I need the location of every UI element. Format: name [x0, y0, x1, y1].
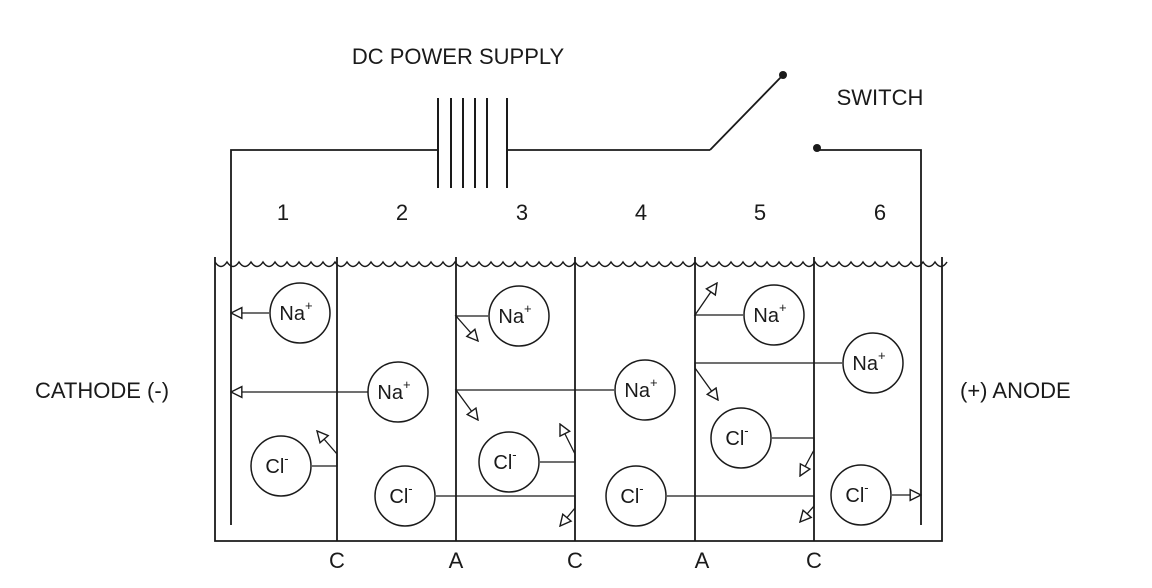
chloride-ion: Cl- — [250, 435, 312, 497]
tank-walls — [214, 257, 943, 542]
svg-text:Cl-: Cl- — [620, 481, 643, 508]
migration-arrows — [231, 283, 921, 526]
membrane-label: C — [567, 548, 583, 573]
membrane-label: A — [695, 548, 710, 573]
svg-text:Na+: Na+ — [753, 300, 786, 327]
switch-blade — [709, 74, 784, 151]
cl-arrow — [540, 424, 576, 463]
na-arrow — [454, 315, 488, 341]
svg-text:Cl-: Cl- — [493, 447, 516, 474]
svg-text:Cl-: Cl- — [845, 480, 868, 507]
cl-arrow — [312, 431, 338, 467]
membrane-label: C — [806, 548, 822, 573]
cl-arrow — [667, 495, 815, 522]
sodium-ion: Na+ — [743, 284, 805, 346]
membrane-label: A — [449, 548, 464, 573]
chloride-ion: Cl- — [830, 464, 892, 526]
chloride-ion: Cl- — [605, 465, 667, 527]
water-surface — [214, 260, 948, 268]
compartment-number: 5 — [754, 200, 766, 225]
na-arrow — [454, 389, 614, 420]
cathode-wire — [230, 149, 438, 525]
tank — [214, 257, 948, 542]
switch-label: SWITCH — [837, 85, 924, 110]
cathode-label: CATHODE (-) — [35, 378, 169, 403]
svg-text:Cl-: Cl- — [725, 423, 748, 450]
battery-plates-icon — [437, 98, 508, 188]
svg-text:Na+: Na+ — [498, 301, 531, 328]
membrane-labels: C A C A C — [329, 548, 822, 573]
anode-wire — [817, 149, 922, 525]
compartment-number: 2 — [396, 200, 408, 225]
sodium-ion: Na+ — [269, 282, 331, 344]
power-supply-label: DC POWER SUPPLY — [352, 44, 565, 69]
power-circuit — [230, 74, 922, 525]
chloride-ion: Cl- — [710, 407, 772, 469]
compartment-numbers: 1 2 3 4 5 6 — [277, 200, 886, 225]
ions: Na+ Cl- Na+ Cl- Na+ Cl- Na+ — [250, 282, 904, 527]
switch-contact-bottom[interactable] — [813, 144, 821, 152]
membrane-label: C — [329, 548, 345, 573]
sodium-ion: Na+ — [614, 359, 676, 421]
switch-contact-top[interactable] — [779, 71, 787, 79]
svg-text:Na+: Na+ — [852, 348, 885, 375]
compartment-number: 4 — [635, 200, 647, 225]
svg-text:Na+: Na+ — [624, 375, 657, 402]
compartment-number: 3 — [516, 200, 528, 225]
sodium-ion: Na+ — [367, 361, 429, 423]
svg-text:Cl-: Cl- — [389, 481, 412, 508]
cl-arrow — [436, 495, 576, 526]
chloride-ion: Cl- — [374, 465, 436, 527]
na-arrow — [693, 283, 743, 316]
svg-text:Cl-: Cl- — [265, 451, 288, 478]
sodium-ion: Na+ — [488, 285, 550, 347]
sodium-ion: Na+ — [842, 332, 904, 394]
svg-text:Na+: Na+ — [377, 377, 410, 404]
compartment-number: 1 — [277, 200, 289, 225]
anode-label: (+) ANODE — [960, 378, 1071, 403]
na-arrow — [694, 362, 842, 400]
chloride-ion: Cl- — [478, 431, 540, 493]
cl-arrow — [772, 437, 815, 476]
svg-text:Na+: Na+ — [279, 298, 312, 325]
compartment-number: 6 — [874, 200, 886, 225]
